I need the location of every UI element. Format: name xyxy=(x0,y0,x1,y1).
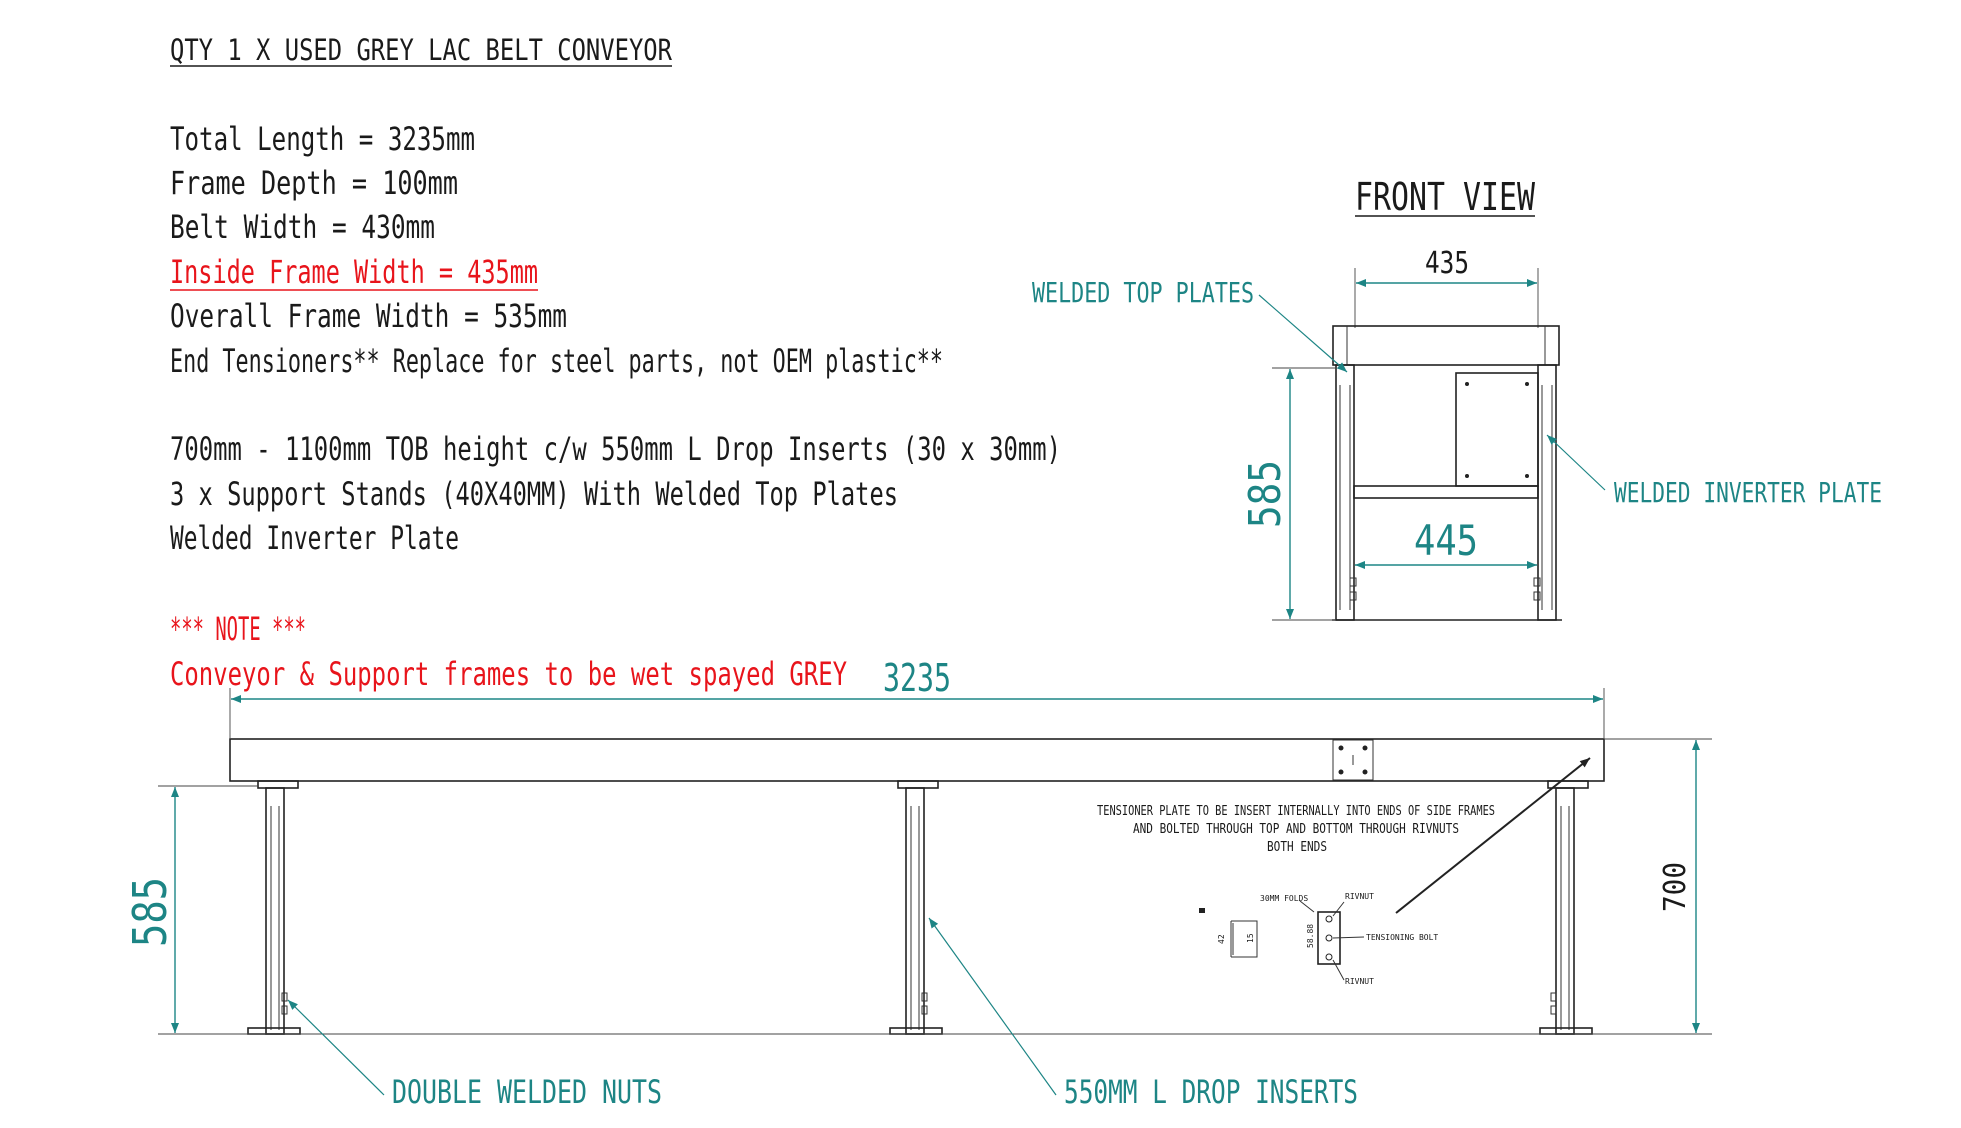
tensioner-note-line-1: TENSIONER PLATE TO BE INSERT INTERNALLY … xyxy=(1097,804,1495,819)
spec-tob-height: 700mm - 1100mm TOB height c/w 550mm L Dr… xyxy=(170,430,1061,468)
front-leg-right xyxy=(1537,364,1557,621)
front-dim-435: 435 xyxy=(1425,246,1469,281)
side-leg-middle xyxy=(905,787,928,1035)
label-rivnut-bottom: RIVNUT xyxy=(1345,977,1374,986)
tensioner-dim-a: 42 xyxy=(1217,934,1226,944)
spec-support-stands: 3 x Support Stands (40X40MM) With Welded… xyxy=(170,475,898,513)
side-dim-3235: 3235 xyxy=(883,656,951,700)
spec-frame-depth: Frame Depth = 100mm xyxy=(170,164,458,202)
front-dim-445: 445 xyxy=(1414,516,1478,565)
label-double-welded-nuts: DOUBLE WELDED NUTS xyxy=(392,1073,662,1111)
note-heading: *** NOTE *** xyxy=(170,610,306,648)
spec-belt-width: Belt Width = 430mm xyxy=(170,208,435,246)
side-frame xyxy=(229,738,1605,782)
side-dim-700: 700 xyxy=(1658,862,1693,912)
front-view: FRONT VIEW 435 xyxy=(1032,175,1882,621)
tensioner-note-line-2: AND BOLTED THROUGH TOP AND BOTTOM THROUG… xyxy=(1133,822,1459,837)
label-rivnut-top: RIVNUT xyxy=(1345,892,1374,901)
tensioner-dim-b: 15 xyxy=(1246,933,1255,943)
front-inverter-plate xyxy=(1455,372,1539,487)
spec-overall-frame-width: Overall Frame Width = 535mm xyxy=(170,297,567,335)
spec-inside-frame-width: Inside Frame Width = 435mm xyxy=(170,253,538,291)
spec-total-length: Total Length = 3235mm xyxy=(170,120,475,158)
side-view: 3235 xyxy=(123,656,1712,1111)
side-leg-right xyxy=(1550,787,1575,1035)
front-crossbar xyxy=(1353,485,1539,499)
side-end-plate xyxy=(1332,739,1374,781)
tensioner-dim-c: 58.88 xyxy=(1306,924,1315,948)
front-leg-left xyxy=(1335,364,1355,621)
label-welded-inverter-plate: WELDED INVERTER PLATE xyxy=(1614,476,1882,509)
tensioner-note-line-3: BOTH ENDS xyxy=(1267,840,1327,855)
side-dim-585: 585 xyxy=(123,877,177,947)
tensioner-detail: TENSIONER PLATE TO BE INSERT INTERNALLY … xyxy=(1097,757,1591,986)
spec-end-tensioners: End Tensioners** Replace for steel parts… xyxy=(170,342,943,380)
label-tensioning-belt: TENSIONING BOLT xyxy=(1366,933,1438,942)
side-leg-left xyxy=(265,787,288,1035)
spec-inverter-plate: Welded Inverter Plate xyxy=(170,519,459,557)
label-30mm-folds: 30MM FOLDS xyxy=(1260,894,1308,903)
front-dim-585: 585 xyxy=(1240,460,1291,528)
drawing-title: QTY 1 X USED GREY LAC BELT CONVEYOR xyxy=(170,33,672,67)
front-view-title: FRONT VIEW xyxy=(1355,175,1535,219)
spec-block: QTY 1 X USED GREY LAC BELT CONVEYOR Tota… xyxy=(170,33,1061,693)
front-frame-top xyxy=(1332,325,1560,366)
note-text: Conveyor & Support frames to be wet spay… xyxy=(170,655,847,693)
label-welded-top-plates: WELDED TOP PLATES xyxy=(1032,276,1254,309)
label-550mm-drop-inserts: 550MM L DROP INSERTS xyxy=(1064,1073,1358,1111)
